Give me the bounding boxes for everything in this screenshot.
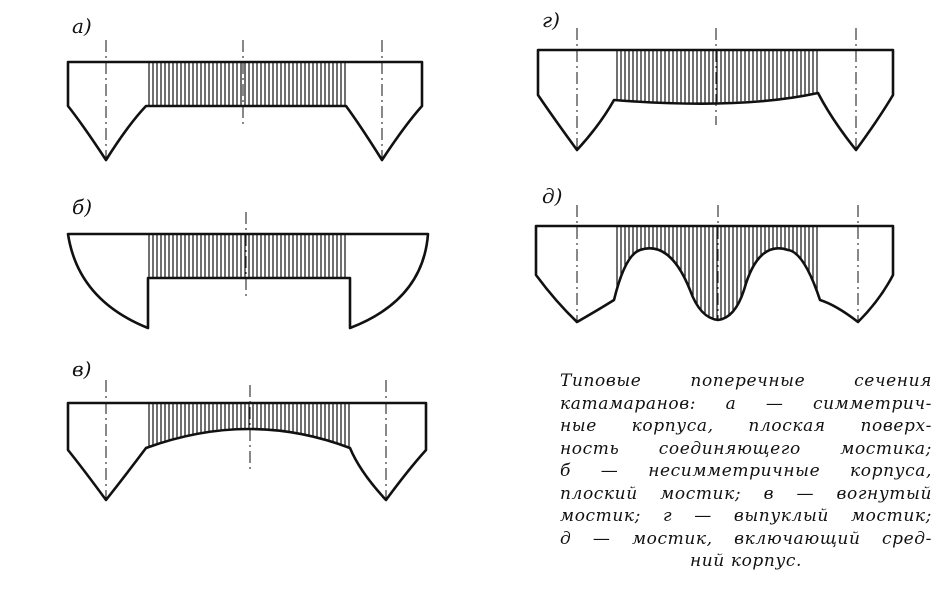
panel-label-b: б)	[72, 195, 93, 219]
section-a	[66, 40, 424, 162]
bridge-hatch	[614, 226, 820, 320]
bridge-hatch	[146, 62, 346, 106]
caption-line: плоский мостик; в — вогнутый	[560, 483, 932, 504]
section-outline	[536, 48, 895, 152]
section-d	[534, 205, 895, 324]
caption-line: Типовые поперечные сечения	[560, 371, 932, 391]
panel-label-g: г)	[542, 8, 560, 32]
section-v	[66, 380, 428, 502]
figure-caption: Типовые поперечные сечения катамаранов: …	[560, 370, 932, 573]
caption-line: ний корпус.	[689, 551, 803, 571]
panel-label-a: а)	[72, 14, 92, 38]
panel-label-v: в)	[72, 357, 92, 381]
caption-line: ные корпуса, плоская поверх-	[560, 416, 932, 436]
bridge-hatch	[146, 403, 350, 448]
panel-label-d: д)	[542, 184, 563, 208]
section-outline	[66, 232, 430, 330]
caption-line: б — несимметричные корпуса,	[560, 461, 932, 481]
caption-line: мостик; г — выпуклый мостик;	[560, 506, 932, 526]
section-b	[66, 212, 430, 330]
caption-line: д — мостик, включающий сред-	[560, 528, 932, 549]
caption-line: ность соединяющего мостика;	[560, 438, 932, 459]
section-g	[536, 28, 895, 152]
section-outline	[66, 60, 424, 162]
bridge-hatch	[148, 234, 348, 278]
caption-line: катамаранов: а — симметрич-	[560, 393, 932, 414]
